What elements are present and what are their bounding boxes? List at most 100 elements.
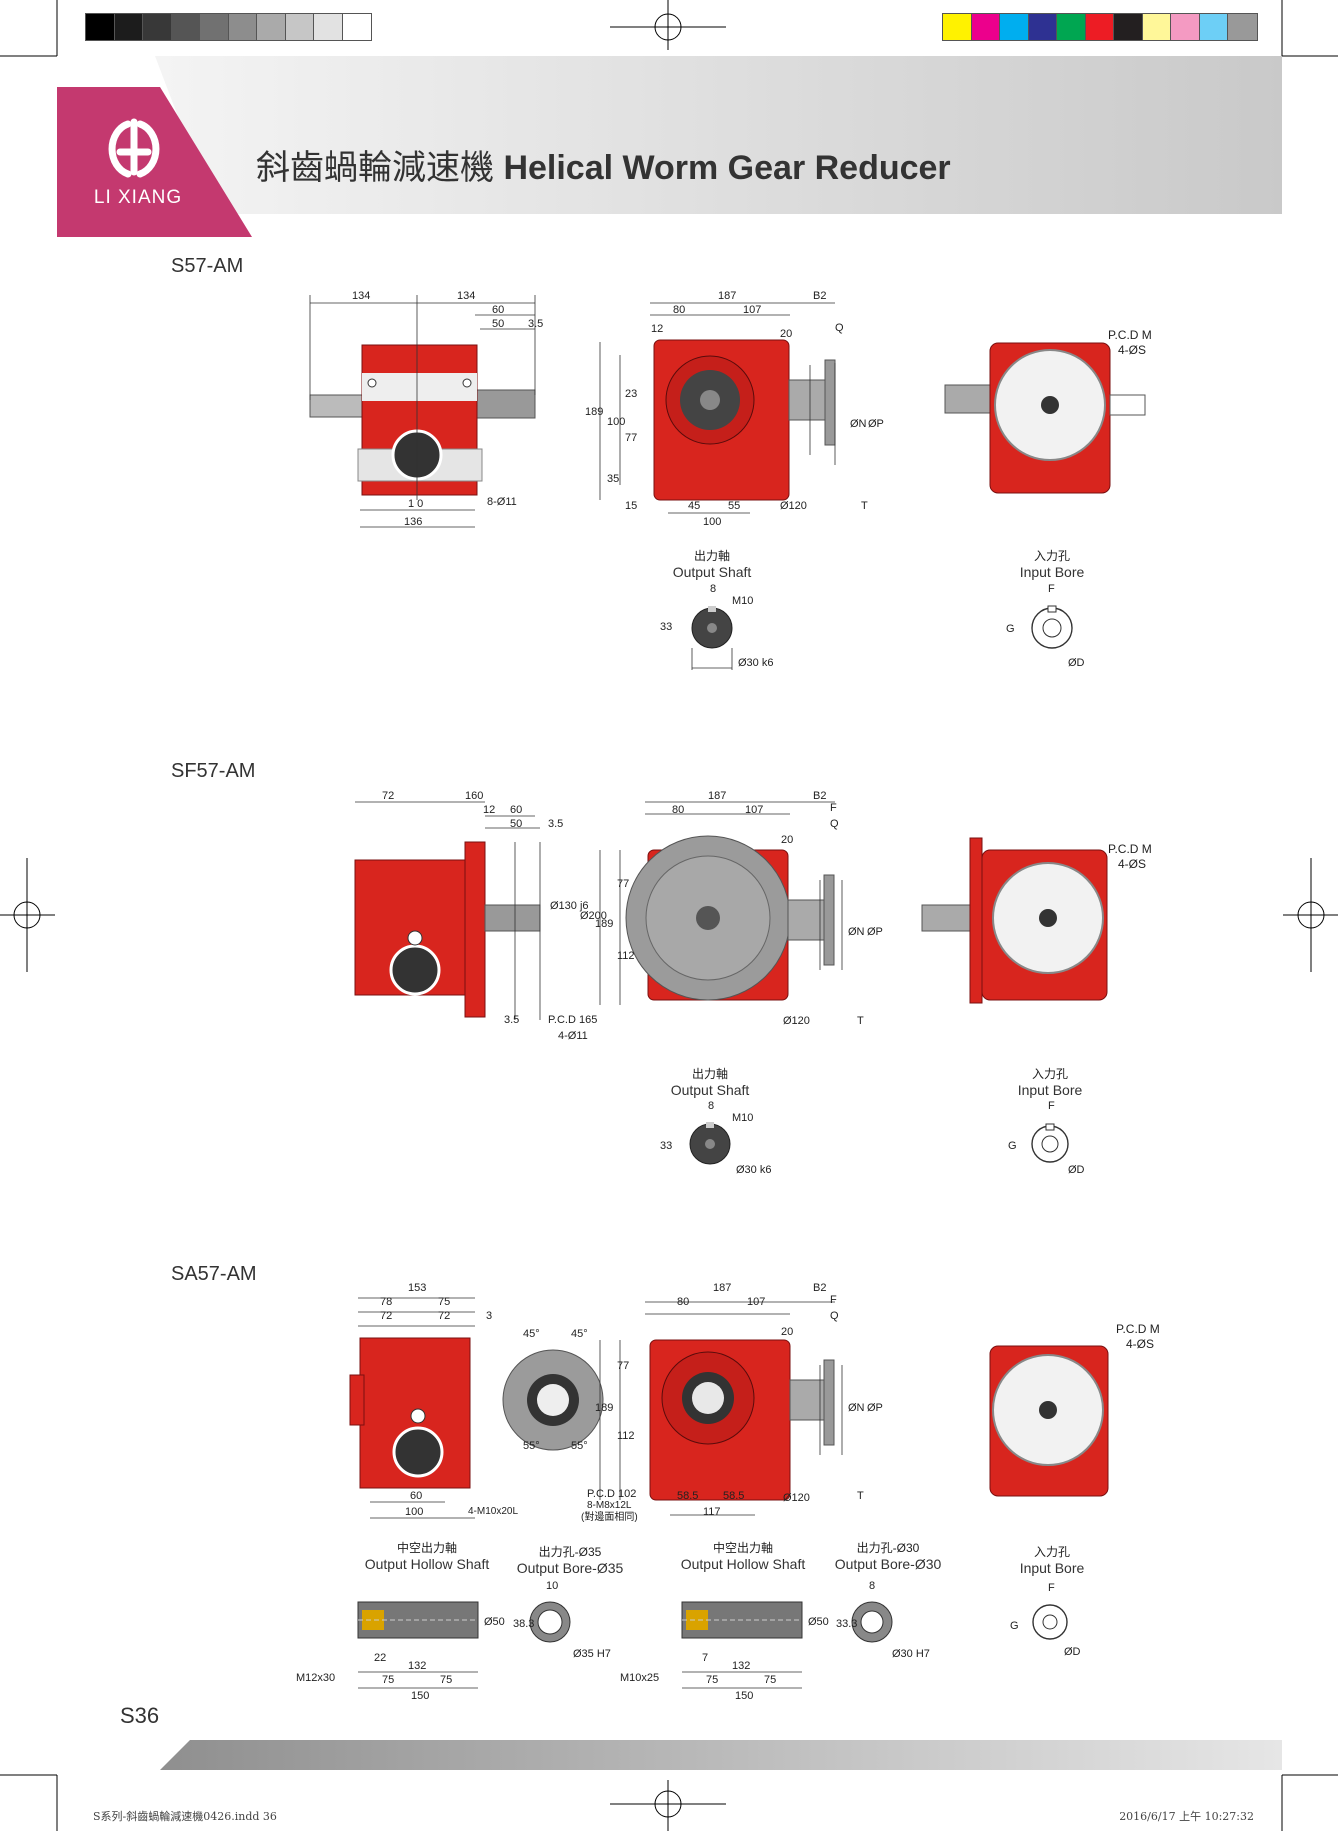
sa57-bore-35 bbox=[529, 1601, 571, 1643]
sa57-dim-side-13: Ø120 bbox=[783, 1492, 810, 1504]
sa57-dim-hs1-1: 22 bbox=[374, 1652, 387, 1664]
sa57-dim-flange-0: 45° bbox=[523, 1328, 540, 1340]
s57-shaft-dimensions: 8 M10 33 Ø30 k6 bbox=[660, 583, 810, 673]
gray-bar-swatch bbox=[284, 13, 315, 41]
sa57-dim-hs2-3: 75 bbox=[706, 1674, 719, 1686]
sa57-dim-front-3: 72 bbox=[380, 1310, 393, 1322]
sa57-dim-flange-1: 45° bbox=[571, 1328, 588, 1340]
sa57-caption-input-bore: 入力孔 Input Bore bbox=[992, 1544, 1112, 1576]
sa57-dim-front-4: 72 bbox=[438, 1310, 451, 1322]
s57-dim-side-19: T bbox=[861, 500, 868, 512]
sa57-dim-side-7: 77 bbox=[617, 1360, 630, 1372]
sa57-dim-side-14: ØN bbox=[848, 1402, 865, 1414]
sa57-dim-hs1-0: M12x30 bbox=[296, 1672, 336, 1684]
sa57-dim-flange-5: 8-M8x12L bbox=[587, 1500, 632, 1511]
sa57-dim-b35-2: Ø35 H7 bbox=[573, 1648, 611, 1660]
color-bar-swatch bbox=[942, 13, 973, 41]
s57-dim-side-16: Ø120 bbox=[780, 500, 807, 512]
color-bar-swatch bbox=[999, 13, 1030, 41]
sf57-dim-front-6: Ø130 j6 bbox=[550, 900, 589, 912]
sa57-dim-front-7: 100 bbox=[405, 1506, 424, 1518]
brand-name: LI XIANG bbox=[93, 187, 183, 208]
sa57-dim-motor-1: 4-ØS bbox=[1126, 1337, 1155, 1351]
section-label-sa57: SA57-AM bbox=[171, 1263, 257, 1285]
sf57-dim-side-6: 20 bbox=[781, 834, 794, 846]
sa57-dim-hs2-4: 75 bbox=[764, 1674, 777, 1686]
s57-dim-front-0: 134 bbox=[352, 290, 371, 302]
sf57-bore-section bbox=[1031, 1123, 1069, 1163]
s57-dim-front-6: 136 bbox=[404, 516, 423, 528]
s57-dim-bore-2: ØD bbox=[1068, 657, 1085, 669]
s57-dim-side-18: ØP bbox=[868, 418, 884, 430]
sf57-bore-caption: 入力孔 Input Bore bbox=[990, 1066, 1110, 1098]
sa57-side-view bbox=[649, 1339, 835, 1501]
sa57-bore30-dimensions: 8 33.3 Ø30 H7 bbox=[836, 1580, 966, 1660]
sf57-dim-shaft-2: 33 bbox=[660, 1140, 673, 1152]
s57-shaft-caption-en: Output Shaft bbox=[672, 564, 752, 580]
s57-dim-shaft-1: M10 bbox=[732, 595, 754, 607]
sf57-dim-bore-0: F bbox=[1048, 1100, 1055, 1112]
sa57-dim-front-0: 153 bbox=[408, 1282, 427, 1294]
s57-dim-front-2: 60 bbox=[492, 304, 505, 316]
s57-motor-dimensions: P.C.D M 4-ØS bbox=[1108, 328, 1152, 358]
sf57-dim-side-1: 80 bbox=[672, 804, 685, 816]
sa57-dim-motor-0: P.C.D M bbox=[1116, 1322, 1160, 1336]
sf57-dim-front-3: 60 bbox=[510, 804, 523, 816]
brand-mark-icon bbox=[108, 118, 160, 178]
sa57-hollow-shaft-drawings bbox=[357, 1601, 1068, 1689]
s57-shaft-section bbox=[691, 606, 733, 670]
sa57-motor-view bbox=[989, 1345, 1109, 1497]
sa57-caption-0-zh: 中空出力軸 bbox=[396, 1541, 457, 1555]
sf57-dim-front-0: 72 bbox=[382, 790, 395, 802]
sa57-dim-hs2-2: 132 bbox=[732, 1660, 751, 1672]
s57-dim-side-17: ØN bbox=[850, 418, 867, 430]
sf57-side-view bbox=[625, 835, 835, 1001]
gray-bar-swatch bbox=[170, 13, 201, 41]
s57-dim-front-7: 8-Ø11 bbox=[487, 496, 517, 508]
gray-bar-swatch bbox=[199, 13, 230, 41]
color-bar-swatch bbox=[1227, 13, 1258, 41]
sa57-drawings bbox=[349, 1297, 1109, 1519]
s57-bore-caption-en: Input Bore bbox=[1019, 564, 1085, 580]
sa57-caption-hollow-shaft-2: 中空出力軸 Output Hollow Shaft bbox=[668, 1540, 818, 1572]
sa57-dim-b35-0: 10 bbox=[546, 1580, 559, 1592]
sa57-caption-2-en: Output Hollow Shaft bbox=[680, 1556, 806, 1572]
s57-dim-bore-1: G bbox=[1006, 623, 1015, 635]
s57-front-view bbox=[309, 344, 536, 496]
s57-dim-side-5: 20 bbox=[780, 328, 793, 340]
s57-dim-side-6: Q bbox=[835, 322, 844, 334]
sa57-dim-hs1-6: Ø50 bbox=[484, 1616, 505, 1628]
sf57-dim-front-2: 12 bbox=[483, 804, 496, 816]
sa57-dim-side-10: 58.5 bbox=[677, 1490, 699, 1502]
s57-shaft-caption-zh: 出力軸 bbox=[693, 549, 730, 563]
sf57-dim-front-1: 160 bbox=[465, 790, 484, 802]
sa57-caption-0-en: Output Hollow Shaft bbox=[364, 1556, 490, 1572]
sa57-dim-side-6: 20 bbox=[781, 1326, 794, 1338]
sa57-dim-b30-1: 33.3 bbox=[836, 1618, 858, 1630]
sa57-caption-4-zh: 入力孔 bbox=[1033, 1545, 1070, 1559]
s57-dim-shaft-0: 8 bbox=[710, 583, 717, 595]
sf57-front-view bbox=[354, 841, 541, 1018]
sa57-front-dimensions: 153 78 75 72 72 3 60 100 4-M10x20L bbox=[350, 1282, 540, 1522]
s57-dim-side-12: 15 bbox=[625, 500, 638, 512]
color-bar-swatch bbox=[1170, 13, 1201, 41]
gray-bar-swatch bbox=[227, 13, 258, 41]
footer-timestamp: 2016/6/17 上午 10:27:32 bbox=[1119, 1810, 1254, 1823]
s57-dim-side-4: 12 bbox=[651, 323, 664, 335]
s57-dim-side-0: 187 bbox=[718, 290, 737, 302]
sa57-caption-2-zh: 中空出力軸 bbox=[712, 1541, 773, 1555]
s57-bore-section bbox=[1031, 605, 1073, 649]
sf57-bore-caption-en: Input Bore bbox=[1017, 1082, 1083, 1098]
s57-drawings bbox=[309, 295, 1146, 528]
sf57-shaft-dimensions: 8 M10 33 Ø30 k6 bbox=[660, 1100, 810, 1190]
sf57-dim-side-4: F bbox=[830, 802, 837, 814]
sa57-dim-ib-0: F bbox=[1048, 1582, 1055, 1594]
sf57-dim-front-5: 3.5 bbox=[548, 818, 564, 830]
sf57-dim-side-13: T bbox=[857, 1015, 864, 1027]
sa57-dim-front-6: 60 bbox=[410, 1490, 423, 1502]
sa57-dim-flange-2: 55° bbox=[523, 1440, 540, 1452]
sa57-caption-4-en: Input Bore bbox=[1019, 1560, 1085, 1576]
s57-dim-side-15: 100 bbox=[703, 516, 722, 528]
sa57-dim-flange-3: 55° bbox=[571, 1440, 588, 1452]
sa57-dim-hs2-6: Ø50 bbox=[808, 1616, 829, 1628]
